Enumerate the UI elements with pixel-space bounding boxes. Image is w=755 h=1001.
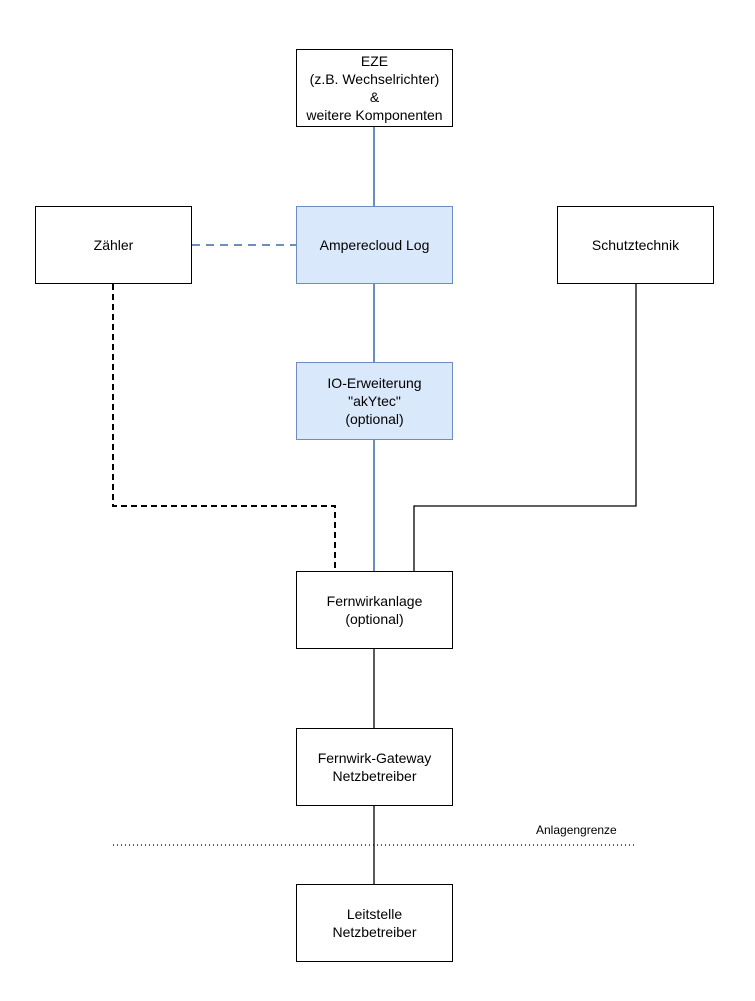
node-schutztechnik[interactable]: Schutztechnik <box>557 206 714 284</box>
node-gateway-label: Fernwirk-Gateway Netzbetreiber <box>317 750 432 784</box>
node-schutztechnik-label: Schutztechnik <box>591 237 680 253</box>
node-amperecloud-log[interactable]: Amperecloud Log <box>296 206 453 284</box>
node-io-erweiterung-label: IO-Erweiterung "akYtec" (optional) <box>327 375 422 427</box>
node-zaehler-label: Zähler <box>93 237 134 253</box>
node-leitstelle-label: Leitstelle Netzbetreiber <box>332 906 417 940</box>
node-eze-label: EZE (z.B. Wechselrichter) & weitere Komp… <box>306 53 443 123</box>
node-io-erweiterung[interactable]: IO-Erweiterung "akYtec" (optional) <box>296 362 453 440</box>
node-fernwirkanlage[interactable]: Fernwirkanlage (optional) <box>296 571 453 649</box>
node-amperecloud-label: Amperecloud Log <box>319 237 430 253</box>
connector-zaehler-fernwirkanlage <box>112 284 336 571</box>
node-fernwirkanlage-label: Fernwirkanlage (optional) <box>326 593 423 627</box>
connector-schutztechnik-fernwirkanlage <box>413 284 637 571</box>
anlagengrenze-label: Anlagengrenze <box>536 823 617 837</box>
node-fernwirk-gateway[interactable]: Fernwirk-Gateway Netzbetreiber <box>296 728 453 806</box>
node-leitstelle[interactable]: Leitstelle Netzbetreiber <box>296 884 453 962</box>
node-zaehler[interactable]: Zähler <box>35 206 192 284</box>
node-eze[interactable]: EZE (z.B. Wechselrichter) & weitere Komp… <box>296 49 453 127</box>
